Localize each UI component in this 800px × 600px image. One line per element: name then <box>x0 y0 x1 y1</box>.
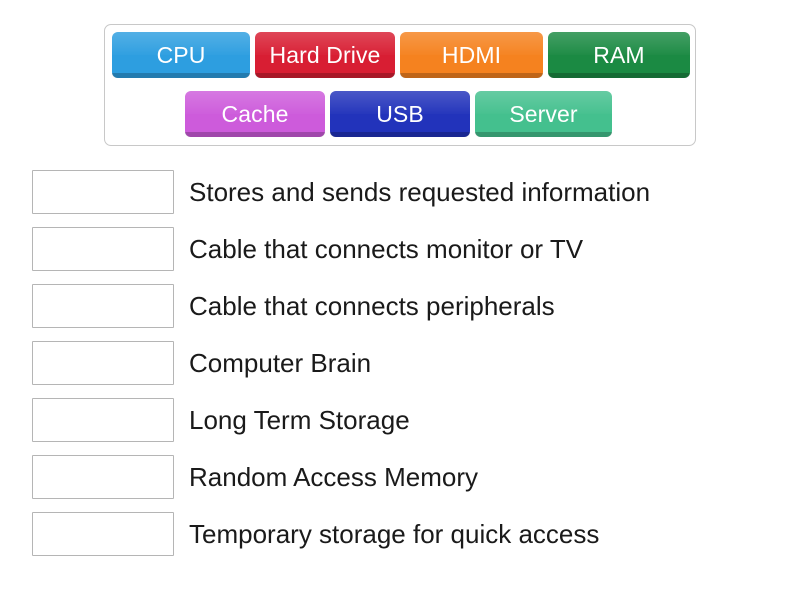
match-row: Cable that connects monitor or TV <box>32 227 792 271</box>
answer-drop-zone-5[interactable] <box>32 398 174 442</box>
answer-drop-zone-6[interactable] <box>32 455 174 499</box>
match-row: Cable that connects peripherals <box>32 284 792 328</box>
term-tile-label: Hard Drive <box>269 41 381 68</box>
match-row: Random Access Memory <box>32 455 792 499</box>
match-row: Stores and sends requested information <box>32 170 792 214</box>
term-bank-row-1: CPU Hard Drive HDMI RAM <box>112 32 695 78</box>
definition-text: Stores and sends requested information <box>189 176 651 207</box>
term-tile-label: Cache <box>221 100 289 127</box>
term-tile-label: Server <box>509 100 578 127</box>
answer-drop-zone-7[interactable] <box>32 512 174 556</box>
definition-text: Random Access Memory <box>189 461 478 492</box>
match-row: Computer Brain <box>32 341 792 385</box>
answer-drop-zone-3[interactable] <box>32 284 174 328</box>
answer-drop-zone-2[interactable] <box>32 227 174 271</box>
definition-text: Long Term Storage <box>189 404 410 435</box>
draggable-term-bank: CPU Hard Drive HDMI RAM Cache USB Server <box>104 24 696 146</box>
term-tile-label: CPU <box>156 41 206 68</box>
definition-text: Temporary storage for quick access <box>189 518 600 549</box>
term-tile-label: USB <box>376 100 424 127</box>
definition-text: Cable that connects peripherals <box>189 290 555 321</box>
term-tile-hdmi[interactable]: HDMI <box>400 32 543 78</box>
match-row: Long Term Storage <box>32 398 792 442</box>
definition-text: Computer Brain <box>189 347 372 378</box>
term-tile-ram[interactable]: RAM <box>548 32 690 78</box>
term-tile-server[interactable]: Server <box>475 91 612 137</box>
term-tile-cache[interactable]: Cache <box>185 91 325 137</box>
match-row: Temporary storage for quick access <box>32 512 792 556</box>
term-tile-hard-drive[interactable]: Hard Drive <box>255 32 395 78</box>
term-tile-cpu[interactable]: CPU <box>112 32 250 78</box>
answer-drop-zone-1[interactable] <box>32 170 174 214</box>
answer-drop-zone-4[interactable] <box>32 341 174 385</box>
term-tile-label: HDMI <box>441 41 502 68</box>
term-bank-row-2: Cache USB Server <box>185 91 617 137</box>
definition-text: Cable that connects monitor or TV <box>189 233 584 264</box>
term-tile-label: RAM <box>593 41 645 68</box>
term-tile-usb[interactable]: USB <box>330 91 470 137</box>
